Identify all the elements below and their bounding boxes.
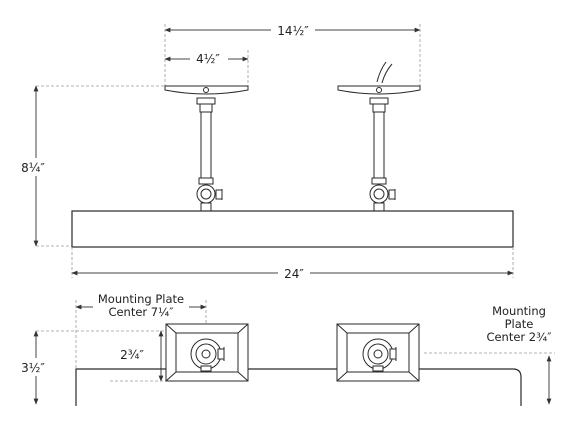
- mounting-plate-center-b-line3: Center 2¾″: [486, 330, 552, 344]
- dim-plate-width-label: 4½″: [196, 52, 220, 66]
- dim-depth-label: 3½″: [21, 361, 45, 375]
- mounting-plate-center-a-line2: Center 7¼″: [108, 305, 174, 319]
- top-view: Mounting Plate Center 7¼″ 3½″ 2¾″: [16, 292, 555, 406]
- right-mount: [337, 61, 421, 212]
- right-plate-top: [336, 323, 420, 382]
- dim-plate-depth: 2¾″: [110, 330, 166, 382]
- mounting-plate-center-a-line1: Mounting Plate: [98, 292, 184, 306]
- dim-overall-span-label: 14½″: [277, 24, 309, 38]
- front-view: 14½″ 4½″ 8¼″: [16, 20, 514, 282]
- dim-length: 24″: [71, 247, 514, 282]
- mounting-plate-center-b-line1: Mounting: [492, 304, 546, 318]
- shade-body: [71, 210, 514, 248]
- dim-height: 8¼″: [16, 85, 165, 247]
- dim-length-label: 24″: [284, 267, 304, 281]
- mounting-plate-center-b: Mounting Plate Center 2¾″: [424, 304, 555, 405]
- mounting-plate-center-a: Mounting Plate Center 7¼″: [75, 292, 207, 406]
- mounting-plate-center-b-line2: Plate: [505, 317, 534, 331]
- shade-top-outline: [75, 368, 522, 406]
- dim-plate-depth-label: 2¾″: [120, 348, 144, 362]
- dim-depth: 3½″: [16, 330, 170, 405]
- dim-height-label: 8¼″: [21, 161, 45, 175]
- dim-overall-span: 14½″: [164, 20, 421, 86]
- dim-plate-width: 4½″: [164, 49, 249, 86]
- left-plate-top: [165, 323, 249, 382]
- left-mount: [164, 85, 249, 212]
